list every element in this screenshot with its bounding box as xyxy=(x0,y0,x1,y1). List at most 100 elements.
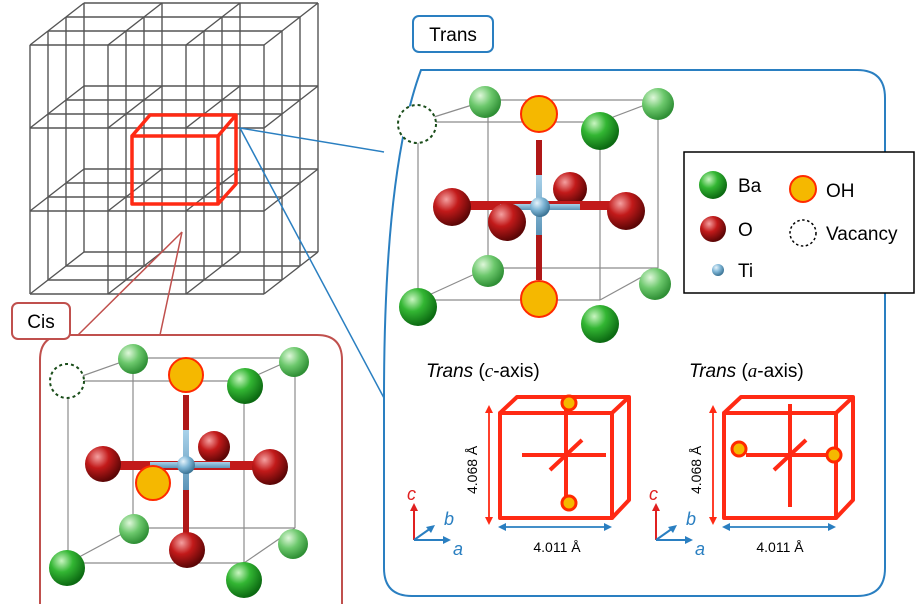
legend-ba-label: Ba xyxy=(738,176,762,197)
hydroxide-marker xyxy=(520,280,558,318)
ba-atom xyxy=(278,529,308,559)
titanium-atom xyxy=(530,197,550,217)
legend: Ba OH O Vacancy Ti xyxy=(683,151,915,294)
ba-atom xyxy=(581,112,619,150)
ba-atom xyxy=(581,305,619,343)
vacancy-marker xyxy=(397,104,437,144)
axis-a-label: a xyxy=(453,539,463,559)
hydroxide-icon xyxy=(789,175,817,203)
oxygen-atom xyxy=(252,449,288,485)
trans-unit-cell xyxy=(397,86,674,343)
axis-a-label: a xyxy=(695,539,705,559)
lattice-edge xyxy=(281,265,301,281)
ba-atom xyxy=(642,88,674,120)
trans-callout-connector xyxy=(239,127,385,399)
trans-c-title: Trans (c-axis) xyxy=(426,361,540,382)
lattice-edge xyxy=(299,251,319,267)
lattice-edge xyxy=(221,85,241,101)
titanium-atom xyxy=(177,456,195,474)
lattice-edge xyxy=(29,30,49,46)
lattice-edge xyxy=(299,2,319,18)
lattice-edge xyxy=(65,251,85,267)
axis-b-label: b xyxy=(444,509,454,529)
axis-c-label: c xyxy=(649,484,658,504)
trans-tag-label: Trans xyxy=(429,25,477,46)
trans-c-cell xyxy=(498,395,631,520)
ba-atom xyxy=(279,347,309,377)
legend-oh-label: OH xyxy=(826,181,855,202)
ba-atom xyxy=(49,550,85,586)
oxygen-icon xyxy=(700,216,726,242)
trans-a-height-label: 4.068 Å xyxy=(688,445,704,494)
axis-b-label: b xyxy=(686,509,696,529)
lattice-edge xyxy=(221,251,241,267)
ba-atom xyxy=(118,344,148,374)
trans-c-height-arrow xyxy=(485,405,493,525)
lattice-edge xyxy=(47,182,67,198)
lattice-edge xyxy=(125,16,145,32)
lattice-edge xyxy=(29,196,49,212)
lattice-edge xyxy=(281,182,301,198)
trans-c-height-label: 4.068 Å xyxy=(464,445,480,494)
trans-a-cell xyxy=(722,395,855,520)
legend-o-label: O xyxy=(738,220,753,241)
ba-atom xyxy=(226,562,262,598)
trans-a-width-arrow xyxy=(722,523,836,531)
supercell-lattice xyxy=(29,2,319,295)
oxygen-atom xyxy=(433,188,471,226)
ba-atom xyxy=(119,514,149,544)
ba-atom xyxy=(472,255,504,287)
hydroxide-marker xyxy=(168,357,204,393)
trans-c-axis-indicator: c b a xyxy=(407,484,463,559)
lattice-edge xyxy=(143,168,163,184)
axis-c-label: c xyxy=(407,484,416,504)
lattice-edge xyxy=(47,99,67,115)
ba-atom xyxy=(469,86,501,118)
lattice-edge xyxy=(107,279,127,295)
trans-a-axis-indicator: c b a xyxy=(649,484,705,559)
lattice-edge xyxy=(299,85,319,101)
highlighted-unit-cell xyxy=(130,113,238,206)
lattice-edge xyxy=(47,265,67,281)
cis-unit-cell xyxy=(49,344,309,598)
vacancy-icon xyxy=(789,219,817,247)
hydroxide-marker xyxy=(560,494,578,512)
trans-c-width-label: 4.011 Å xyxy=(533,539,581,555)
vacancy-marker xyxy=(49,363,85,399)
lattice-edge xyxy=(203,265,223,281)
lattice-edge xyxy=(65,2,85,18)
lattice-edge xyxy=(281,99,301,115)
lattice-edge xyxy=(263,279,283,295)
oxygen-atom xyxy=(553,172,587,206)
trans-c-width-arrow xyxy=(498,523,612,531)
lattice-edge xyxy=(65,168,85,184)
lattice-edge xyxy=(65,85,85,101)
oxygen-atom xyxy=(198,431,230,463)
oxygen-atom xyxy=(169,532,205,568)
lattice-edge xyxy=(263,30,283,46)
lattice-edge xyxy=(281,16,301,32)
lattice-edge xyxy=(107,113,127,129)
lattice-edge xyxy=(125,99,145,115)
hydroxide-marker xyxy=(135,465,171,501)
trans-a-height-arrow xyxy=(709,405,717,525)
oxygen-atom xyxy=(607,192,645,230)
hydroxide-marker xyxy=(730,440,748,458)
hydroxide-marker xyxy=(560,394,578,412)
titanium-icon xyxy=(712,264,724,276)
lattice-edge xyxy=(47,16,67,32)
hydroxide-marker xyxy=(825,446,843,464)
cis-tag xyxy=(11,302,71,340)
lattice-edge xyxy=(107,196,127,212)
lattice-edge xyxy=(125,265,145,281)
lattice-edge xyxy=(263,113,283,129)
oxygen-atom xyxy=(85,446,121,482)
lattice-edge xyxy=(185,279,205,295)
legend-ti-label: Ti xyxy=(738,261,753,282)
lattice-edge xyxy=(143,2,163,18)
legend-vacancy-label: Vacancy xyxy=(826,224,898,245)
oxygen-atom xyxy=(488,203,526,241)
cis-tag-label: Cis xyxy=(27,312,54,333)
lattice-edge xyxy=(299,168,319,184)
